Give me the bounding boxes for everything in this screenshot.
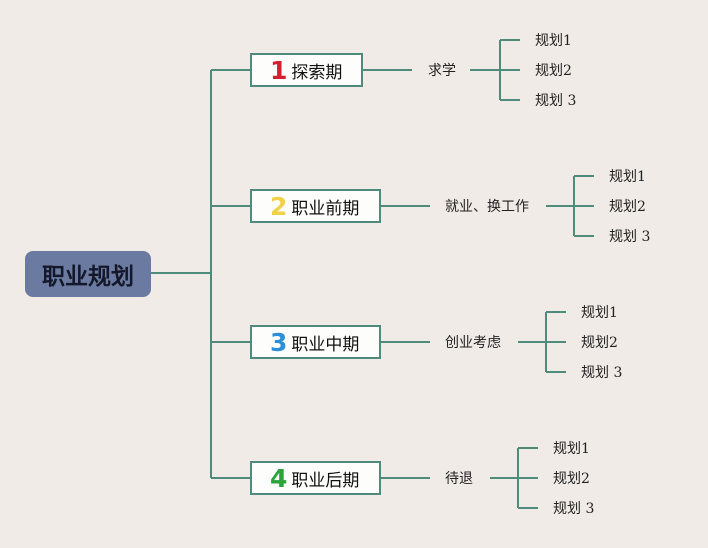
phase-node-mid-career[interactable]: 3 职业中期 — [250, 325, 381, 359]
sub-node[interactable]: 就业、换工作 — [445, 199, 529, 215]
phase-label: 职业前期 — [291, 198, 360, 219]
phase-number: 4 — [270, 463, 288, 493]
phase-node-exploration[interactable]: 1 探索期 — [250, 53, 363, 87]
leaf-node[interactable]: 规划 3 — [609, 229, 651, 245]
phase-label: 职业后期 — [291, 470, 360, 491]
phase-label: 探索期 — [291, 62, 343, 83]
sub-node[interactable]: 待退 — [445, 471, 473, 487]
leaf-node[interactable]: 规划 3 — [535, 93, 577, 109]
leaf-node[interactable]: 规划2 — [609, 199, 646, 215]
leaf-node[interactable]: 规划 3 — [553, 501, 595, 517]
phase-number: 1 — [270, 55, 288, 85]
phase-node-early-career[interactable]: 2 职业前期 — [250, 189, 381, 223]
leaf-node[interactable]: 规划2 — [535, 63, 572, 79]
leaf-node[interactable]: 规划2 — [581, 335, 618, 351]
sub-node[interactable]: 创业考虑 — [445, 335, 501, 351]
root-node[interactable]: 职业规划 — [25, 251, 151, 297]
leaf-node[interactable]: 规划 3 — [581, 365, 623, 381]
phase-label: 职业中期 — [291, 334, 360, 355]
leaf-node[interactable]: 规划1 — [581, 305, 618, 321]
phase-number: 2 — [270, 191, 288, 221]
leaf-node[interactable]: 规划1 — [535, 33, 572, 49]
leaf-node[interactable]: 规划1 — [609, 169, 646, 185]
leaf-node[interactable]: 规划2 — [553, 471, 590, 487]
leaf-node[interactable]: 规划1 — [553, 441, 590, 457]
phase-node-late-career[interactable]: 4 职业后期 — [250, 461, 381, 495]
sub-node[interactable]: 求学 — [428, 63, 456, 79]
phase-number: 3 — [270, 327, 288, 357]
root-label: 职业规划 — [42, 264, 134, 290]
